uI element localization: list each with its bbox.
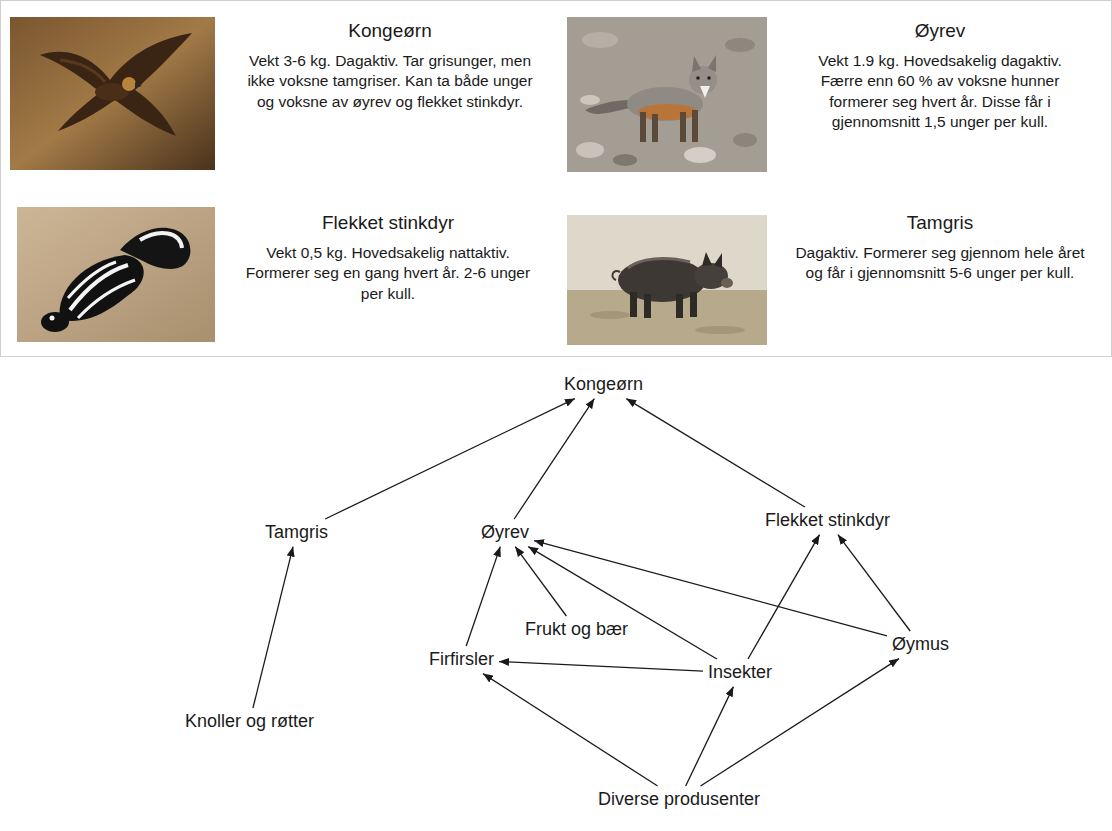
food-chain-arrow bbox=[515, 547, 566, 616]
species-info-panel: ØyrevVekt 1.9 kg. Hovedsakelig dagaktiv.… bbox=[795, 20, 1085, 133]
fox-photo-part bbox=[585, 100, 630, 114]
fox-photo-part bbox=[708, 55, 716, 72]
pig-photo-part bbox=[676, 294, 683, 318]
eagle-photo bbox=[10, 17, 215, 170]
food-web-node: Tamgris bbox=[260, 519, 333, 547]
skunk-photo bbox=[17, 207, 215, 342]
fox-photo-part bbox=[696, 76, 700, 80]
species-name: Kongeørn bbox=[245, 20, 535, 42]
species-name: Flekket stinkdyr bbox=[243, 212, 533, 234]
species-name: Øyrev bbox=[795, 20, 1085, 42]
skunk-photo-part bbox=[50, 316, 55, 321]
food-chain-arrow bbox=[528, 547, 717, 659]
fox-photo-part bbox=[692, 110, 698, 142]
organism-label: Frukt og bær bbox=[525, 619, 628, 641]
eagle-photo-part bbox=[135, 82, 142, 88]
eagle-photo-part bbox=[60, 60, 105, 82]
fox-photo bbox=[567, 17, 767, 172]
food-web-node: Øyrev bbox=[476, 519, 534, 547]
organism-label: Knoller og røtter bbox=[185, 711, 314, 733]
skunk-photo-part bbox=[17, 207, 215, 342]
species-description: Vekt 0,5 kg. Hovedsakelig nattaktiv. For… bbox=[243, 243, 533, 304]
panel-frame bbox=[1, 1, 1112, 357]
pig-photo bbox=[567, 215, 767, 345]
food-web-node: Kongeørn bbox=[559, 371, 648, 399]
species-name: Tamgris bbox=[795, 212, 1085, 234]
pig-photo-part bbox=[590, 311, 630, 319]
species-info-panel: Flekket stinkdyrVekt 0,5 kg. Hovedsakeli… bbox=[243, 212, 533, 304]
fox-photo-part bbox=[707, 76, 711, 80]
fox-photo-part bbox=[680, 112, 686, 142]
skunk-photo-part bbox=[68, 262, 116, 298]
pig-photo-part bbox=[721, 278, 733, 288]
species-description: Vekt 1.9 kg. Hovedsakelig dagaktiv. Færr… bbox=[795, 51, 1085, 133]
skunk-photo-part bbox=[59, 255, 143, 321]
food-chain-arrow bbox=[325, 399, 575, 519]
food-chain-arrow bbox=[626, 399, 805, 507]
food-chain-arrow bbox=[701, 659, 899, 786]
pig-photo-part bbox=[702, 252, 712, 266]
fox-photo-part bbox=[652, 114, 658, 142]
food-web-node: Øymus bbox=[887, 631, 954, 659]
fox-photo-part bbox=[576, 142, 604, 158]
skunk-photo-part bbox=[41, 312, 69, 332]
food-web-node: Diverse produsenter bbox=[593, 786, 765, 814]
fox-photo-part bbox=[567, 17, 767, 172]
organism-label: Tamgris bbox=[265, 522, 328, 544]
pig-photo-part bbox=[690, 292, 697, 317]
food-chain-arrow bbox=[499, 662, 703, 672]
eagle-photo-part bbox=[122, 77, 136, 91]
fox-photo-part bbox=[638, 104, 698, 120]
food-chain-arrow bbox=[838, 535, 910, 631]
species-info-panel: TamgrisDagaktiv. Formerer seg gjennom he… bbox=[795, 212, 1085, 284]
organism-label: Øymus bbox=[892, 634, 949, 656]
food-chain-arrow bbox=[514, 399, 594, 519]
fox-photo-part bbox=[613, 154, 637, 166]
fox-photo-part bbox=[684, 147, 716, 163]
fox-photo-part bbox=[692, 56, 701, 72]
food-chain-arrow bbox=[748, 535, 820, 659]
organism-label: Diverse produsenter bbox=[598, 789, 760, 811]
species-description: Vekt 3-6 kg. Dagaktiv. Tar grisunger, me… bbox=[245, 51, 535, 112]
fox-photo-part bbox=[733, 133, 757, 147]
pig-photo-part bbox=[714, 253, 722, 268]
pig-photo-part bbox=[567, 215, 767, 345]
food-web-node: Insekter bbox=[703, 659, 777, 687]
skunk-photo-part bbox=[78, 280, 135, 318]
organism-label: Øyrev bbox=[481, 522, 529, 544]
food-chain-arrow bbox=[686, 687, 734, 786]
eagle-photo-part bbox=[40, 33, 192, 136]
organism-label: Firfirsler bbox=[429, 649, 494, 671]
food-web-node: Knoller og røtter bbox=[180, 708, 319, 736]
food-web-node: Firfirsler bbox=[424, 646, 499, 674]
organism-label: Flekket stinkdyr bbox=[765, 510, 890, 532]
species-description: Dagaktiv. Formerer seg gjennom hele året… bbox=[795, 243, 1085, 284]
fox-photo-part bbox=[700, 86, 710, 98]
organism-label: Insekter bbox=[708, 662, 772, 684]
fox-photo-part bbox=[640, 112, 646, 142]
fox-photo-part bbox=[725, 38, 755, 52]
food-web-node: Flekket stinkdyr bbox=[760, 507, 895, 535]
pig-photo-part bbox=[630, 292, 637, 317]
skunk-photo-part bbox=[140, 233, 182, 248]
pig-photo-part bbox=[644, 294, 651, 318]
fox-photo-part bbox=[582, 32, 618, 48]
species-info-panel: KongeørnVekt 3-6 kg. Dagaktiv. Tar grisu… bbox=[245, 20, 535, 112]
organism-label: Kongeørn bbox=[564, 374, 643, 396]
fox-photo-part bbox=[580, 95, 600, 105]
food-web-node: Frukt og bær bbox=[520, 616, 633, 644]
pig-photo-part bbox=[628, 259, 690, 268]
pig-photo-part bbox=[613, 271, 620, 280]
food-chain-arrow bbox=[253, 547, 293, 708]
eagle-photo-part bbox=[10, 17, 215, 170]
food-chain-arrow bbox=[483, 674, 658, 786]
pig-photo-part bbox=[695, 326, 745, 334]
fox-photo-part bbox=[627, 87, 703, 121]
food-chain-arrow bbox=[466, 547, 500, 646]
